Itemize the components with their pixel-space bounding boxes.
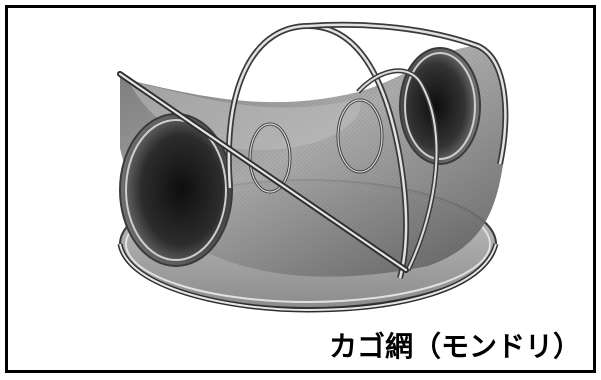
diagonal-support-rod xyxy=(117,71,409,273)
figure-frame: カゴ網（モンドリ） xyxy=(5,5,596,373)
arch-hoops xyxy=(225,21,509,279)
fish-trap-illustration xyxy=(117,21,509,313)
figure-caption: カゴ網（モンドリ） xyxy=(328,330,581,363)
inner-funnel-rings xyxy=(248,98,384,194)
right-funnel-entrance xyxy=(399,47,481,165)
left-funnel-entrance xyxy=(119,113,233,267)
floor-rim xyxy=(117,243,499,313)
